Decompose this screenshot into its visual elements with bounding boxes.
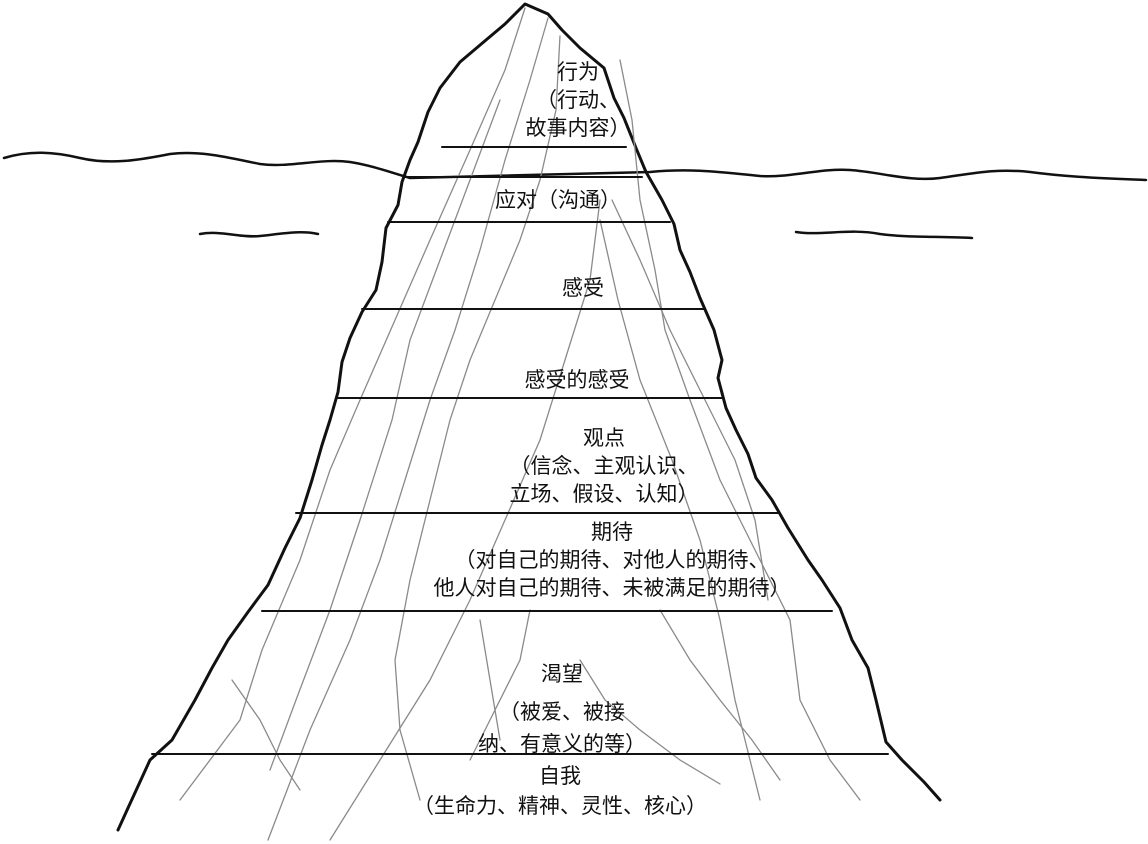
wave-left bbox=[198, 231, 320, 238]
label-yearnings: 渴望 （被爱、被接 纳、有意义的等） bbox=[478, 660, 646, 758]
label-behavior-line-1: 行为 bbox=[557, 60, 599, 84]
label-expectations-line-1: 期待 bbox=[591, 520, 633, 544]
label-perceptions-line-1: 观点 bbox=[583, 426, 625, 450]
label-behavior-line-2: （行动、 bbox=[536, 88, 620, 112]
label-feelings-about-feelings: 感受的感受 bbox=[525, 366, 630, 394]
wave-right bbox=[794, 230, 974, 240]
label-expectations-line-3: 他人对自己的期待、未被满足的期待） bbox=[433, 576, 791, 600]
label-feelings-line-1: 感受 bbox=[562, 276, 604, 300]
label-coping: 应对（沟通） bbox=[495, 186, 621, 214]
label-coping-line-1: 应对（沟通） bbox=[495, 188, 621, 212]
label-yearnings-line-3: 纳、有意义的等） bbox=[478, 732, 646, 756]
label-yearnings-line-2: （被爱、被接 bbox=[499, 700, 625, 724]
ice-cracks bbox=[179, 7, 861, 841]
label-behavior: 行为 （行动、 故事内容） bbox=[526, 58, 631, 142]
iceberg-outline bbox=[116, 2, 942, 832]
water-line bbox=[2, 151, 1148, 182]
label-feelings-about-feelings-line-1: 感受的感受 bbox=[524, 368, 630, 392]
label-expectations: 期待 （对自己的期待、对他人的期待、 他人对自己的期待、未被满足的期待） bbox=[434, 518, 791, 602]
label-self: 自我 （生命力、精神、灵性、核心） bbox=[413, 762, 707, 820]
label-perceptions-line-2: （信念、主观认识、 bbox=[509, 454, 699, 478]
label-expectations-line-2: （对自己的期待、对他人的期待、 bbox=[454, 548, 770, 572]
label-feelings: 感受 bbox=[562, 274, 604, 302]
label-perceptions: 观点 （信念、主观认识、 立场、假设、认知） bbox=[510, 424, 699, 508]
label-behavior-line-3: 故事内容） bbox=[525, 116, 631, 140]
label-yearnings-line-1: 渴望 bbox=[541, 662, 583, 686]
layer-separators bbox=[151, 146, 889, 755]
label-self-line-1: 自我 bbox=[539, 764, 581, 788]
label-perceptions-line-3: 立场、假设、认知） bbox=[509, 482, 699, 506]
label-self-line-2: （生命力、精神、灵性、核心） bbox=[413, 794, 707, 818]
